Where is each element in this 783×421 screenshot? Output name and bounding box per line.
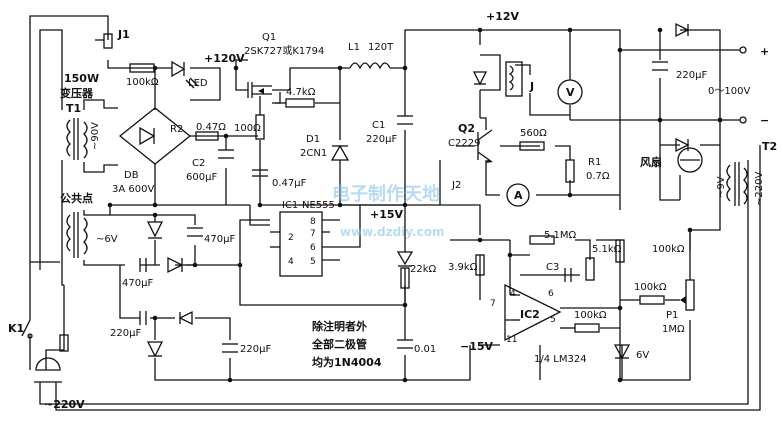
component-labels: J1 150W 变压器 T1 ~90V 100kΩ LED +120V Q1 2… bbox=[8, 10, 777, 411]
c1-label: C1 bbox=[372, 120, 385, 131]
q1-type-label: 2SK727或K1794 bbox=[244, 45, 324, 57]
fan-label: 风扇 bbox=[640, 155, 662, 169]
plus120-label: +120V bbox=[204, 52, 245, 65]
op-pin7-label: 7 bbox=[490, 299, 496, 309]
v-meter-label: V bbox=[566, 86, 575, 99]
c2-value-label: 600μF bbox=[186, 172, 217, 183]
c1-value-label: 220μF bbox=[366, 134, 397, 145]
zener-6v-label: 6V bbox=[636, 350, 649, 361]
r1-value-label: 0.7Ω bbox=[586, 171, 610, 182]
q2-label: Q2 bbox=[458, 122, 475, 135]
p1-value-label: 1MΩ bbox=[662, 324, 685, 335]
output-minus-label: − bbox=[760, 114, 769, 127]
c-220-low-label: 220μF bbox=[240, 344, 271, 355]
r2-value-label: 0.47Ω bbox=[196, 122, 226, 133]
r-100k-ic2-label: 100kΩ bbox=[574, 310, 607, 321]
wires bbox=[29, 15, 761, 411]
v220-t2-label: ~220V bbox=[754, 172, 765, 206]
r-51m-label: 5.1MΩ bbox=[544, 230, 577, 241]
output-plus-label: + bbox=[760, 45, 769, 58]
note-line-3: 均为1N4004 bbox=[312, 355, 382, 369]
watermark-text: 电子制作天地 bbox=[332, 183, 440, 205]
pin6-label: 6 bbox=[310, 243, 316, 253]
pin5-label: 5 bbox=[310, 257, 316, 267]
op-pin4-label: 4 bbox=[510, 289, 516, 299]
led-label: LED bbox=[188, 78, 208, 89]
l1-turns-label: 120T bbox=[368, 42, 394, 53]
c-470-a-label: 470μF bbox=[204, 234, 235, 245]
v6-label: ~6V bbox=[96, 234, 118, 245]
op-pin5-label: 5 bbox=[550, 315, 556, 325]
p1-label: P1 bbox=[666, 310, 678, 321]
d1-label: D1 bbox=[306, 134, 320, 145]
junction-dots bbox=[107, 27, 723, 383]
mains-label: ~220V bbox=[44, 398, 85, 411]
d1-type-label: 2CN1 bbox=[300, 148, 327, 159]
ic2-label: IC2 bbox=[520, 308, 540, 321]
components bbox=[21, 22, 748, 392]
minus15-label: −15V bbox=[460, 340, 494, 353]
note-line-2: 全部二极管 bbox=[311, 337, 367, 351]
note-line-1: 除注明者外 bbox=[312, 319, 367, 333]
r-47k-label: 4.7kΩ bbox=[286, 87, 316, 98]
l1-label: L1 bbox=[348, 42, 360, 53]
db-spec-label: 3A 600V bbox=[112, 184, 154, 195]
ic1-label: IC1 bbox=[282, 200, 298, 211]
c3-label: C3 bbox=[546, 262, 559, 273]
lm324-label: 1/4 LM324 bbox=[534, 354, 587, 365]
t1-label: T1 bbox=[66, 102, 81, 115]
r-100-label: 100Ω bbox=[234, 123, 261, 134]
r1-label: R1 bbox=[588, 157, 601, 168]
v9-t2-label: ~9V bbox=[716, 176, 727, 198]
pin8-label: 8 bbox=[310, 217, 316, 227]
c-001-label: 0.01 bbox=[414, 344, 436, 355]
r-100k-mid-label: 100kΩ bbox=[634, 282, 667, 293]
j1-label: J1 bbox=[117, 28, 130, 41]
pin2-label: 2 bbox=[288, 233, 294, 243]
c-470-b-label: 470μF bbox=[122, 278, 153, 289]
r-100k-right-label: 100kΩ bbox=[652, 244, 685, 255]
c-047-label: 0.47μF bbox=[272, 178, 307, 189]
c-220-top-label: 220μF bbox=[676, 70, 707, 81]
plus12-label: +12V bbox=[486, 10, 520, 23]
pin4-label: 4 bbox=[288, 257, 294, 267]
ne555-label: NE555 bbox=[302, 200, 335, 211]
transformer-name-label: 变压器 bbox=[60, 86, 94, 100]
c-220-neg-label: 220μF bbox=[110, 328, 141, 339]
r2-label: R2 bbox=[170, 124, 183, 135]
j2-label: J2 bbox=[451, 180, 461, 191]
q2-type-label: C2229 bbox=[448, 138, 480, 149]
plus15-label: +15V bbox=[370, 208, 404, 221]
db-label: DB bbox=[124, 170, 139, 181]
op-pin6-label: 6 bbox=[548, 289, 554, 299]
op-pin11-label: 11 bbox=[506, 335, 517, 345]
q1-label: Q1 bbox=[262, 32, 276, 43]
r-560-label: 560Ω bbox=[520, 128, 547, 139]
watermark: 电子制作天地 www.dzdiy.com bbox=[332, 183, 444, 239]
a-meter-label: A bbox=[514, 189, 523, 202]
v90-label: ~90V bbox=[90, 122, 101, 150]
r-22k-label: 22kΩ bbox=[410, 264, 437, 275]
k1-label: K1 bbox=[8, 322, 24, 335]
relay-j-label: J bbox=[529, 80, 534, 93]
r-39k-label: 3.9kΩ bbox=[448, 262, 478, 273]
r-51k-label: 5.1kΩ bbox=[592, 244, 622, 255]
common-point-label: 公共点 bbox=[60, 191, 93, 205]
r-100k-led-label: 100kΩ bbox=[126, 77, 159, 88]
transformer-power-label: 150W bbox=[64, 72, 99, 85]
watermark-url: www.dzdiy.com bbox=[340, 225, 444, 239]
t2-label: T2 bbox=[762, 140, 777, 153]
c2-label: C2 bbox=[192, 158, 205, 169]
pin7-label: 7 bbox=[310, 229, 316, 239]
output-range-label: 0～100V bbox=[708, 86, 750, 97]
